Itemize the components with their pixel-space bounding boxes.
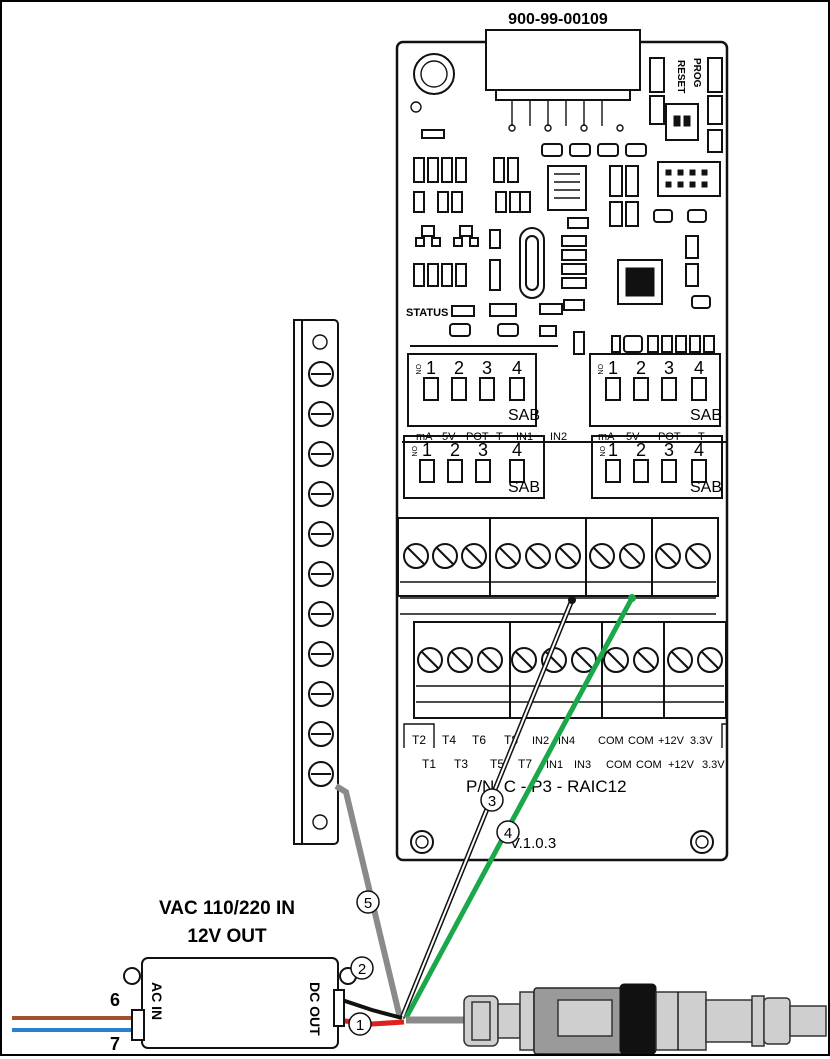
terminal-label: T1 <box>422 757 436 771</box>
header-pins <box>508 100 624 132</box>
psu-title-line1: VAC 110/220 IN <box>159 898 295 919</box>
dip-sab-label: SAB <box>690 407 722 424</box>
terminal-label: IN3 <box>574 759 591 771</box>
terminal-label: T6 <box>472 733 486 747</box>
callout-3: 3 <box>488 793 496 810</box>
wire-5-grey <box>334 783 403 1019</box>
mounting-hole <box>690 830 714 854</box>
dip-sab-label: SAB <box>690 479 722 496</box>
dip-number: 3 <box>482 358 492 378</box>
signal-label-row: mA 5V POT T IN1 IN2 mA 5V POT T <box>402 431 726 443</box>
signal-label: mA <box>416 431 433 443</box>
dip-number: 4 <box>512 440 522 460</box>
signal-label: IN2 <box>550 431 567 443</box>
terminal-label: T7 <box>518 757 532 771</box>
terminal-label: T2 <box>412 733 426 747</box>
controller-board: 900-99-00109 RESET PROG <box>395 11 729 862</box>
signal-label: T <box>698 431 705 443</box>
lower-terminal-blocks <box>413 621 727 719</box>
terminal-label: +12V <box>658 735 685 747</box>
sensor-assembly <box>463 983 827 1055</box>
dip-on-label: ON <box>598 446 605 457</box>
dip-sab-label: SAB <box>508 479 540 496</box>
terminal-bus-bar <box>293 319 339 845</box>
signal-label: mA <box>598 431 615 443</box>
terminal-label: 3.3V <box>690 735 713 747</box>
signal-label: 5V <box>626 431 640 443</box>
signal-label: IN1 <box>516 431 533 443</box>
wire-6-label: 6 <box>110 990 120 1010</box>
dip-number: 1 <box>608 440 618 460</box>
status-label: STATUS <box>406 307 448 319</box>
dip-number: 2 <box>636 358 646 378</box>
dip-sab-label: SAB <box>508 407 540 424</box>
reset-button <box>665 103 699 141</box>
dip-number: 3 <box>664 358 674 378</box>
dip-number: 1 <box>422 440 432 460</box>
header-connector <box>485 29 641 91</box>
mounting-hole <box>410 830 434 854</box>
terminal-label: 3.3V <box>702 759 725 771</box>
dip-switch-bank: 1 2 3 4 1 2 3 4 1 2 3 4 1 2 3 4 ON ON ON… <box>403 353 723 499</box>
callout-5: 5 <box>364 895 372 912</box>
dip-number: 2 <box>454 358 464 378</box>
wire-2-black <box>335 996 403 1020</box>
dip-number: 2 <box>636 440 646 460</box>
dip-number: 4 <box>694 440 704 460</box>
dc-out-label: DC OUT <box>307 982 323 1036</box>
terminal-label: IN1 <box>546 759 563 771</box>
terminal-label: +12V <box>668 759 695 771</box>
terminal-label: COM <box>606 759 632 771</box>
dip-on-label: ON <box>414 364 421 375</box>
wire-1-red <box>335 1017 405 1027</box>
callouts: 1 2 3 4 5 <box>348 788 520 1036</box>
terminal-label: T4 <box>442 733 456 747</box>
psu-title-line2: 12V OUT <box>187 926 267 947</box>
expansion-header <box>657 161 721 197</box>
dip-number: 1 <box>608 358 618 378</box>
signal-label: T <box>496 431 503 443</box>
terminal-label: T5 <box>490 757 504 771</box>
dip-number: 3 <box>478 440 488 460</box>
reset-label: RESET <box>675 60 686 93</box>
terminal-label: IN2 <box>532 735 549 747</box>
wire-7-label: 7 <box>110 1034 120 1054</box>
header-part-number: 900-99-00109 <box>508 11 608 28</box>
version-label: V.1.0.3 <box>510 835 556 852</box>
dip-on-label: ON <box>596 364 603 375</box>
upper-terminal-blocks <box>397 517 719 615</box>
part-number-label: P/N: C - P3 - RAIC12 <box>466 777 627 796</box>
signal-label: 5V <box>442 431 456 443</box>
signal-label: POT <box>658 431 681 443</box>
dip-number: 1 <box>426 358 436 378</box>
terminal-label: COM <box>636 759 662 771</box>
wire-4-green <box>403 596 635 1020</box>
driver-ic <box>547 165 587 211</box>
terminal-label: IN4 <box>558 735 575 747</box>
power-supply: VAC 110/220 IN 12V OUT AC IN DC OUT 6 7 <box>110 898 357 1054</box>
terminal-label: COM <box>628 735 654 747</box>
buzzer <box>413 53 455 95</box>
dip-number: 3 <box>664 440 674 460</box>
terminal-label: T3 <box>454 757 468 771</box>
callout-1: 1 <box>356 1017 364 1034</box>
terminal-label: COM <box>598 735 624 747</box>
dip-number: 4 <box>512 358 522 378</box>
sensor-clamp <box>619 983 657 1055</box>
callout-4: 4 <box>504 825 512 842</box>
signal-label: POT <box>466 431 489 443</box>
callout-2: 2 <box>358 961 366 978</box>
dip-number: 4 <box>694 358 704 378</box>
ac-in-label: AC IN <box>149 982 165 1020</box>
sensor-fitting <box>763 997 791 1045</box>
dip-on-label: ON <box>410 446 417 457</box>
prog-label: PROG <box>691 58 702 88</box>
terminal-labels: T2 T4 T6 T8 IN2 IN4 COM COM +12V 3.3V T1… <box>403 723 726 771</box>
dip-number: 2 <box>450 440 460 460</box>
